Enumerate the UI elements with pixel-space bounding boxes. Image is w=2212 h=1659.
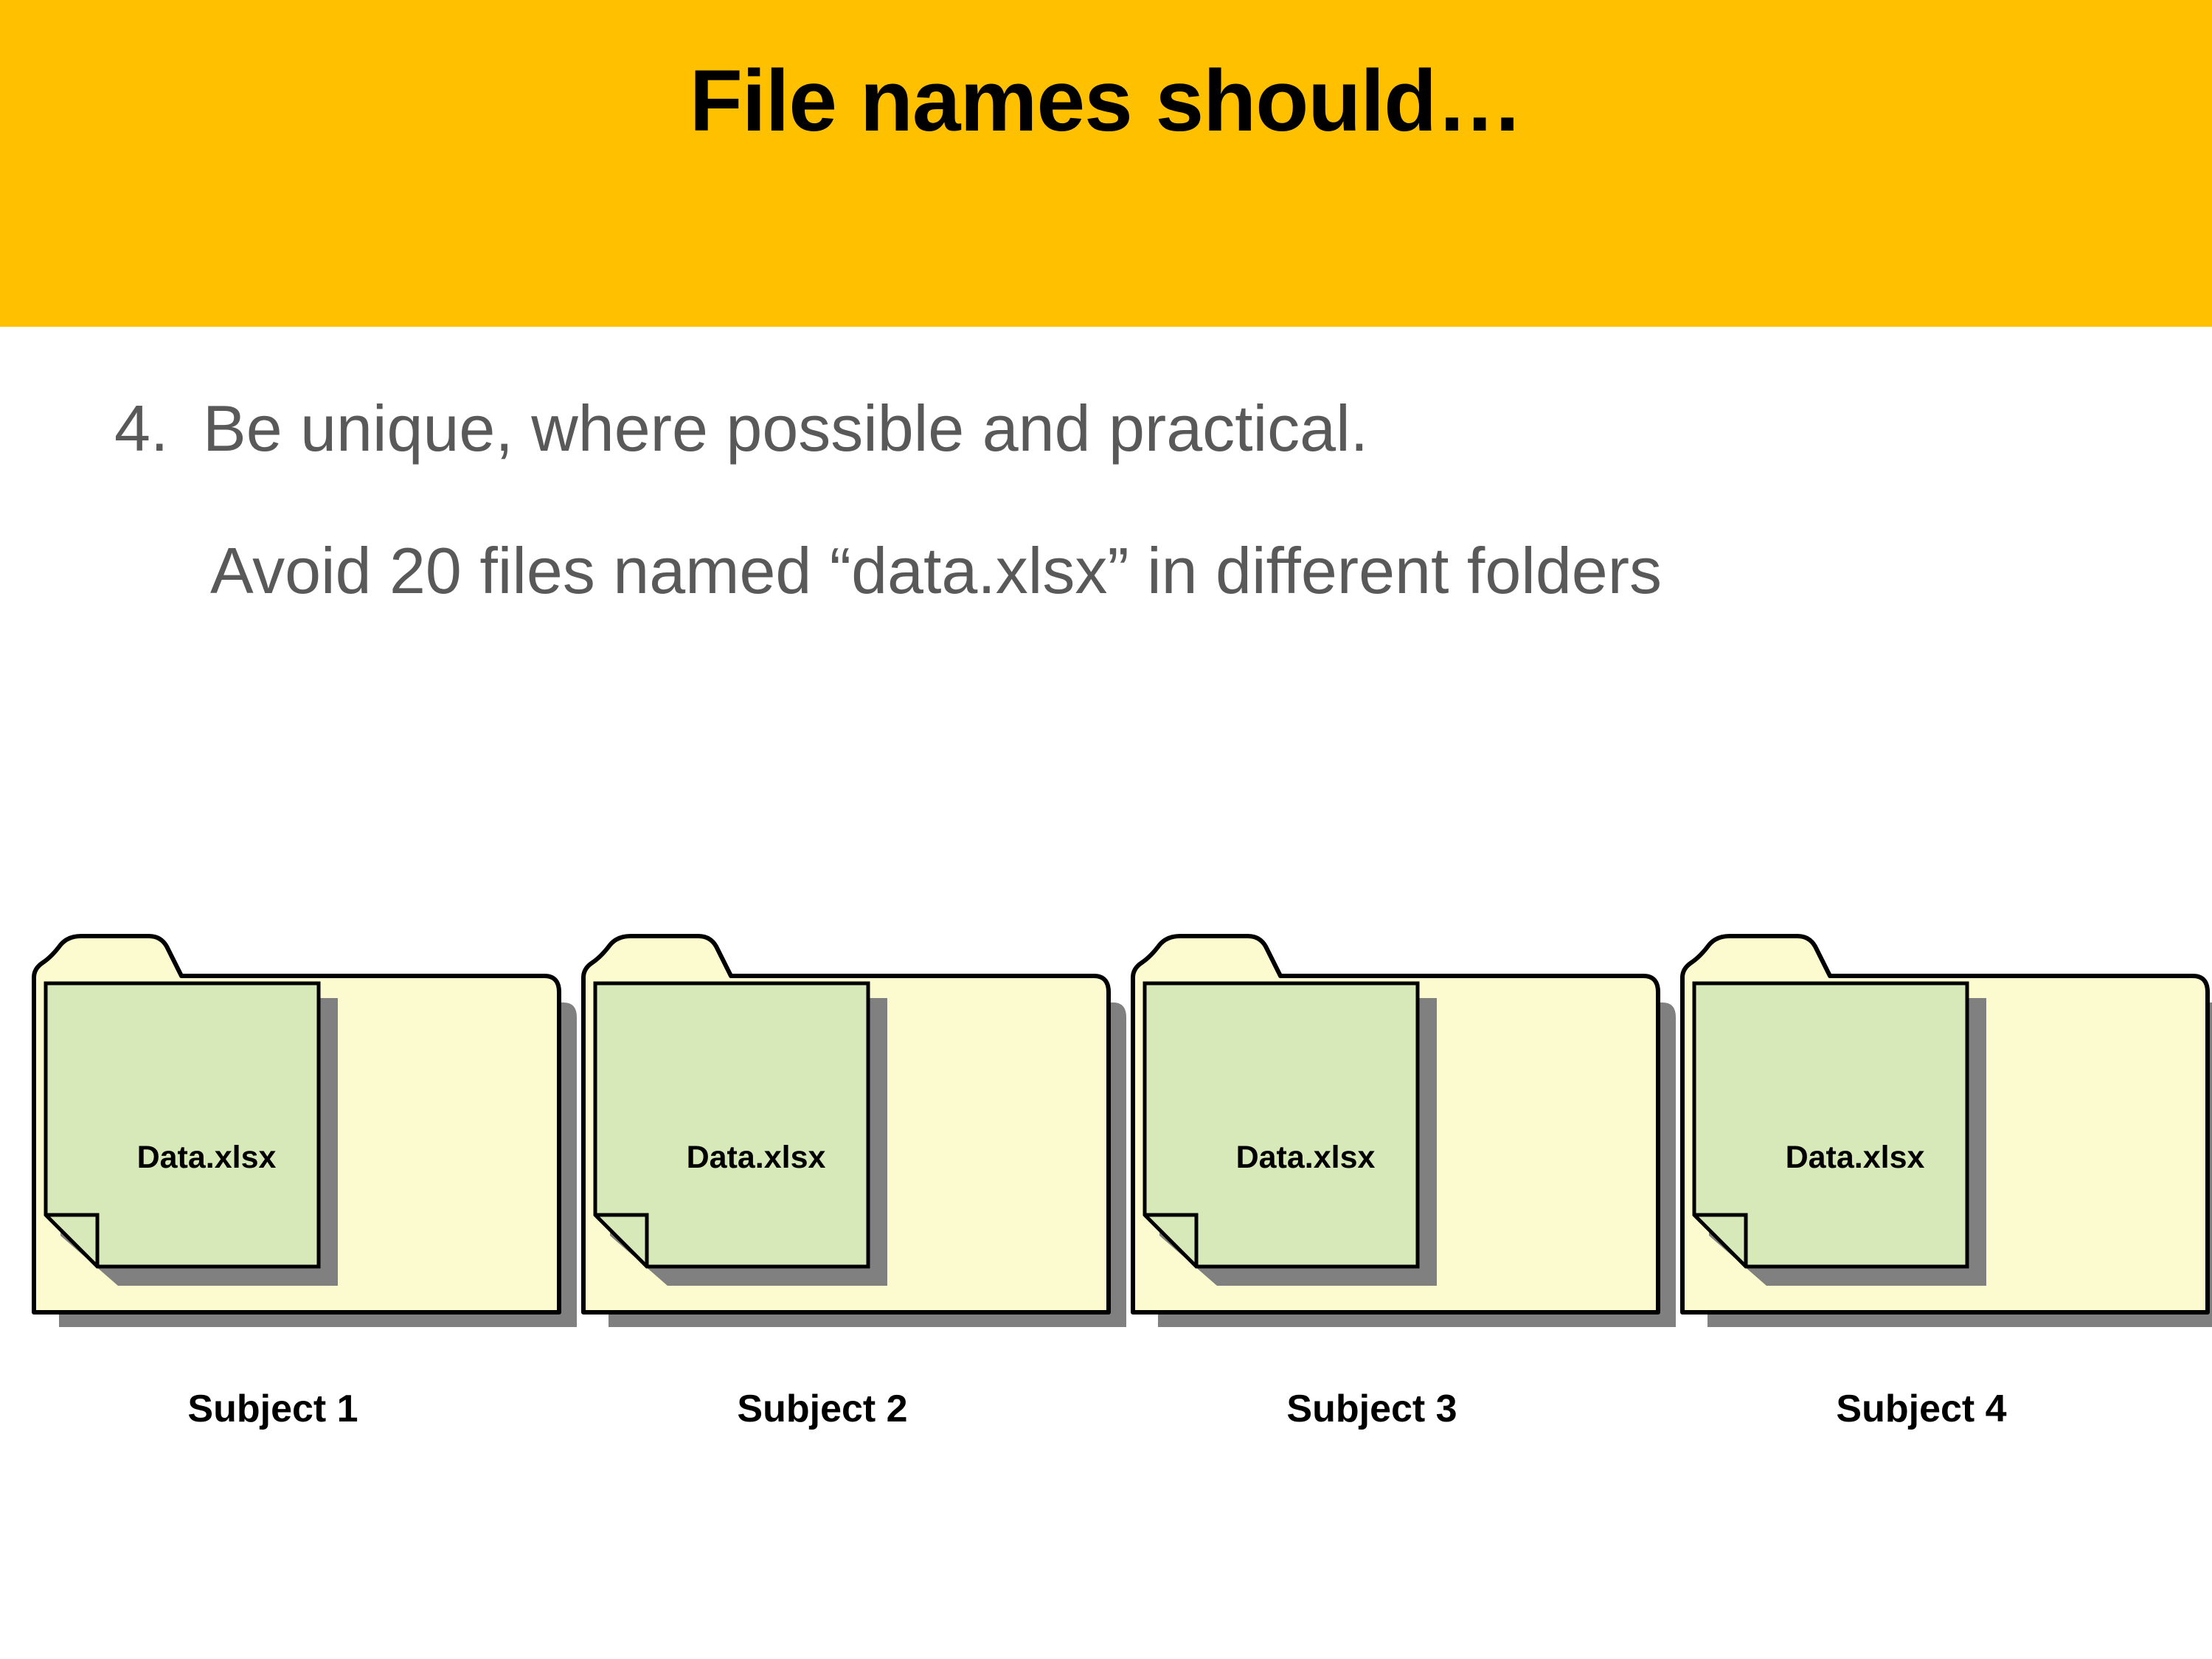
folder-card[interactable]: Data.xlsx Subject 1	[15, 926, 577, 1516]
page-title: File names should…	[689, 52, 1523, 150]
folder-card[interactable]: Data.xlsx Subject 4	[1663, 926, 2212, 1516]
folder-icon	[1131, 934, 1676, 1327]
folder-icon	[581, 934, 1126, 1327]
folder-card[interactable]: Data.xlsx Subject 2	[564, 926, 1126, 1516]
folder-row: Data.xlsx Subject 1 Data.xlsx Subject 2 …	[0, 926, 2212, 1516]
bullet-subtext: Avoid 20 files named “data.xlsx” in diff…	[210, 534, 1663, 607]
folder-caption: Subject 3	[1286, 1388, 1457, 1430]
bullet-number: 4.	[114, 392, 169, 465]
folder-caption: Subject 2	[737, 1388, 908, 1430]
folder-icon	[1680, 934, 2212, 1327]
title-band: File names should…	[0, 0, 2212, 327]
folder-card[interactable]: Data.xlsx Subject 3	[1114, 926, 1676, 1516]
bullet-item-4: 4. Be unique, where possible and practic…	[114, 391, 1368, 466]
folder-caption: Subject 1	[187, 1388, 358, 1430]
bullet-text: Be unique, where possible and practical.	[203, 392, 1369, 465]
folder-caption: Subject 4	[1836, 1388, 2007, 1430]
folder-icon	[32, 934, 577, 1327]
